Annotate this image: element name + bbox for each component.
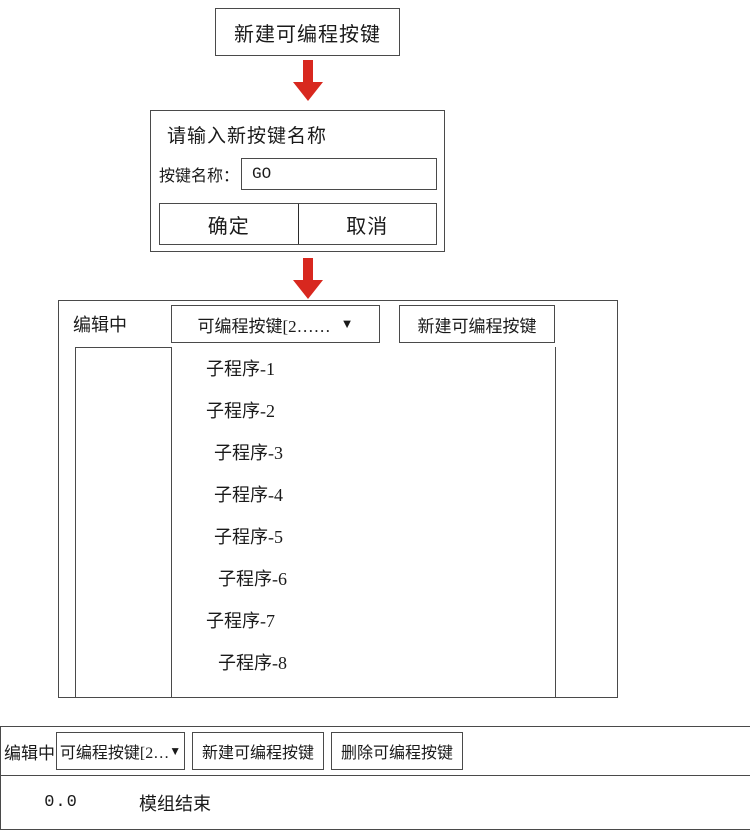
chevron-down-icon: ▼ (169, 743, 182, 758)
key-name-input[interactable]: GO (241, 158, 437, 190)
editor-left-column (75, 347, 171, 697)
list-item[interactable]: 子程序-6 (218, 569, 287, 589)
list-item[interactable]: 子程序-4 (214, 485, 283, 505)
new-key-name-dialog: 请输入新按键名称 按键名称： GO 确定 取消 (150, 110, 445, 252)
chevron-down-icon: ▼ (340, 316, 354, 331)
new-programmable-key-title-card: 新建可编程按键 (215, 8, 400, 56)
programmable-key-editor-panel: 编辑中 可编程按键[2…… ▼ 新建可编程按键 子程序-1 子程序-2 子程序-… (58, 300, 618, 698)
confirm-button[interactable]: 确定 (207, 215, 250, 238)
bottom-status-label: 编辑中 (4, 743, 55, 763)
bottom-new-programmable-key-button[interactable]: 新建可编程按键 (192, 732, 324, 770)
list-item[interactable]: 子程序-1 (206, 359, 275, 379)
new-programmable-key-button[interactable]: 新建可编程按键 (399, 305, 555, 343)
list-item[interactable]: 子程序-3 (214, 443, 283, 463)
bottom-dropdown-selected-text: 可编程按键[2… (59, 745, 170, 762)
editor-status-label: 编辑中 (73, 315, 127, 335)
subprogram-dropdown-list[interactable]: 子程序-1 子程序-2 子程序-3 子程序-4 子程序-5 子程序-6 子程序-… (171, 347, 556, 697)
dropdown-selected-text: 可编程按键[2…… (197, 316, 331, 336)
program-line-label: 模组结束 (139, 793, 211, 814)
key-name-field-row: 按键名称： GO (159, 157, 437, 191)
bottom-toolbar: 编辑中 可编程按键[2… ▼ 新建可编程按键 删除可编程按键 (0, 726, 750, 776)
dialog-title: 请输入新按键名称 (167, 126, 328, 147)
list-item[interactable]: 子程序-2 (206, 401, 275, 421)
arrow-down-icon (291, 258, 325, 300)
cancel-button[interactable]: 取消 (297, 204, 437, 244)
arrow-down-icon (291, 60, 325, 102)
list-item[interactable]: 子程序-7 (206, 611, 275, 631)
dialog-button-row: 确定 取消 (159, 203, 437, 245)
programmable-key-dropdown[interactable]: 可编程按键[2…… ▼ (171, 305, 380, 343)
editor-toolbar: 编辑中 可编程按键[2…… ▼ 新建可编程按键 (59, 301, 617, 347)
list-item[interactable]: 子程序-8 (218, 653, 287, 673)
bottom-programmable-key-dropdown[interactable]: 可编程按键[2… ▼ (56, 732, 185, 770)
step1-title-text: 新建可编程按键 (234, 23, 381, 46)
list-item[interactable]: 子程序-5 (214, 527, 283, 547)
bottom-editor-strip: 编辑中 可编程按键[2… ▼ 新建可编程按键 删除可编程按键 0.0 模组结束 (0, 726, 750, 831)
key-name-label: 按键名称： (159, 168, 240, 185)
bottom-delete-programmable-key-button[interactable]: 删除可编程按键 (331, 732, 463, 770)
program-line-value: 0.0 (44, 793, 78, 812)
program-line-row[interactable]: 0.0 模组结束 (0, 776, 750, 830)
